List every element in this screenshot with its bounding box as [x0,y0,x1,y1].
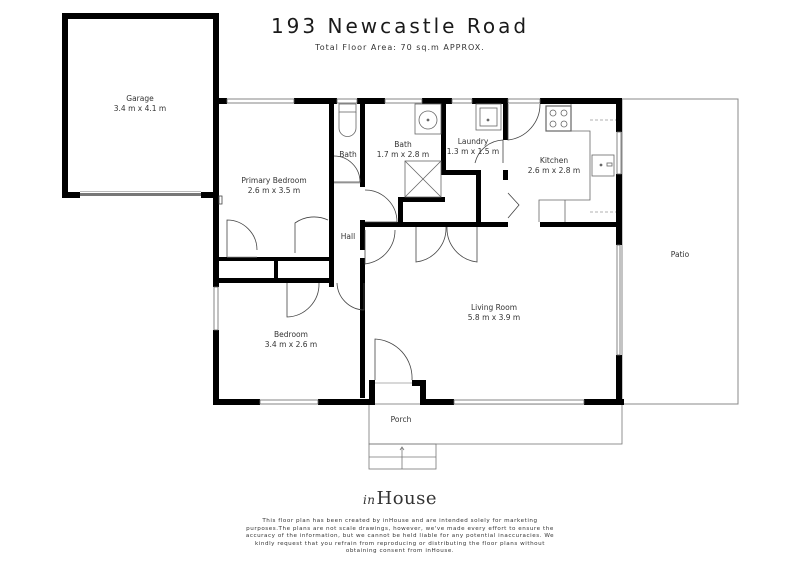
house-outer-walls [213,98,624,405]
disclaimer-text: This floor plan has been created by inHo… [245,518,555,555]
doors [218,103,541,384]
room-name: Bath [339,150,357,159]
room-label-kitchen: Kitchen 2.6 m x 2.8 m [528,156,580,176]
room-name: Porch [390,415,412,424]
patio-outline [621,98,739,405]
room-name: Laundry [457,137,489,146]
room-label-hall: Hall [341,232,355,242]
room-label-patio: Patio [671,250,689,260]
room-dimensions: 3.4 m x 4.1 m [113,104,167,113]
room-name: Patio [670,250,690,259]
room-label-porch: Porch [391,415,412,425]
room-name: Garage [126,94,154,103]
room-name: Hall [340,232,356,241]
garage-door [80,191,201,196]
room-label-garage: Garage 3.4 m x 4.1 m [114,94,166,114]
room-name: Bath [394,140,412,149]
room-dimensions: 5.8 m x 3.9 m [467,313,521,322]
room-dimensions: 1.7 m x 2.8 m [376,150,430,159]
total-floor-area: Total Floor Area: 70 sq.m APPROX. [315,43,485,52]
room-dimensions: 1.3 m x 1.5 m [446,147,500,156]
room-label-bath: Bath 1.7 m x 2.8 m [377,140,429,160]
plan-title: 193 Newcastle Road [270,14,530,38]
room-dimensions: 3.4 m x 2.6 m [264,340,318,349]
room-name: Primary Bedroom [241,176,307,185]
interior-walls [213,98,622,398]
fixtures [338,103,616,222]
porch-outline [368,403,623,470]
room-name: Kitchen [539,156,569,165]
room-name: Living Room [470,303,518,312]
room-dimensions: 2.6 m x 3.5 m [247,186,301,195]
room-label-ensuite-bath: Bath [339,150,356,160]
room-label-living-room: Living Room 5.8 m x 3.9 m [468,303,520,323]
room-label-laundry: Laundry 1.3 m x 1.5 m [447,137,499,157]
logo-text: House [376,488,438,509]
brand-logo: inHouse [0,488,800,509]
room-name: Bedroom [274,330,308,339]
room-label-primary-bedroom: Primary Bedroom 2.6 m x 3.5 m [241,176,306,196]
windows [213,98,622,405]
room-label-bedroom: Bedroom 3.4 m x 2.6 m [265,330,317,350]
logo-script: in [362,493,376,507]
room-dimensions: 2.6 m x 2.8 m [527,166,581,175]
